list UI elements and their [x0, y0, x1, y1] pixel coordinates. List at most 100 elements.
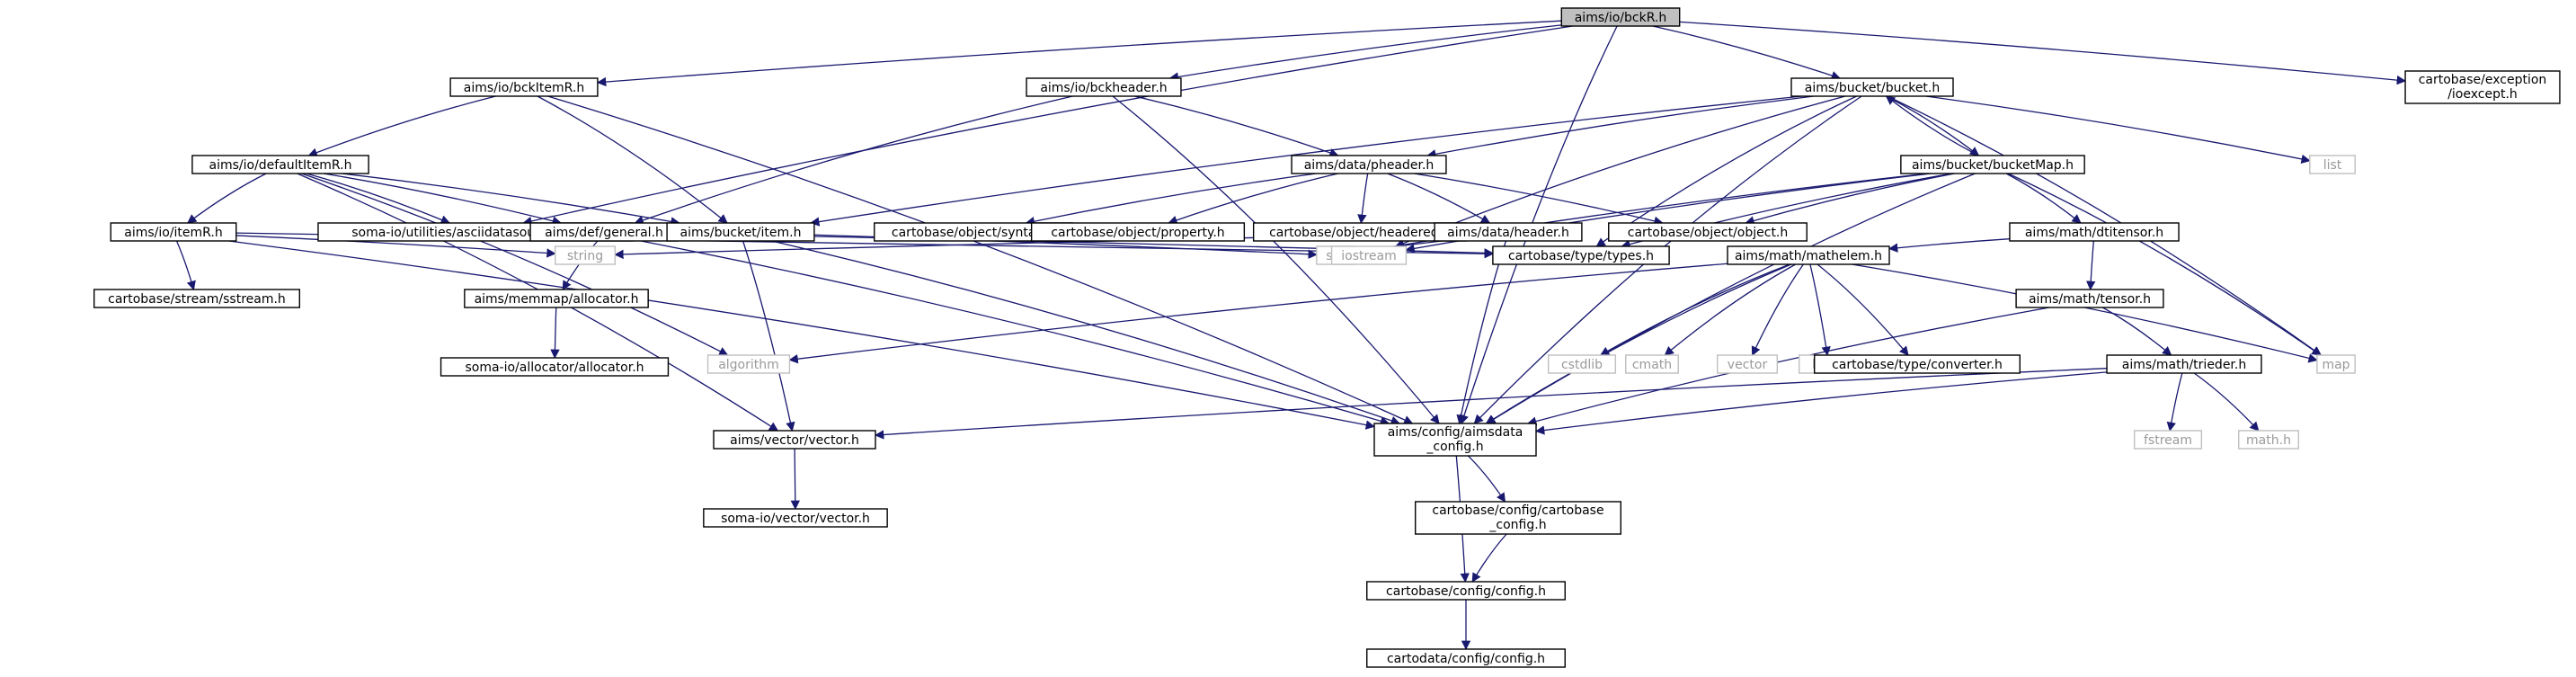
- node-box: [1716, 354, 1778, 374]
- node-itemR[interactable]: aims/io/itemR.h: [110, 222, 237, 242]
- node-cstdlib: cstdlib: [1547, 354, 1617, 374]
- node-box: [440, 357, 670, 377]
- node-box: [666, 222, 815, 242]
- node-label: list: [2323, 158, 2342, 173]
- edge-trieder-to-aimsdata: [1534, 371, 2108, 435]
- node-property[interactable]: cartobase/object/property.h: [1030, 222, 1246, 242]
- node-label: /ioexcept.h: [2447, 87, 2518, 102]
- edge-tensor-to-aimsdata: [1526, 307, 2050, 426]
- node-bckItemR[interactable]: aims/io/bckItemR.h: [449, 77, 599, 97]
- node-cbconfig[interactable]: cartobase/config/cartobase_config.h: [1414, 501, 1621, 535]
- edge-bckheader-to-general: [634, 95, 1073, 225]
- node-label: cmath: [1632, 358, 1672, 372]
- dependency-edges: [175, 20, 2407, 651]
- edge-root-to-asciitraits: [522, 25, 1573, 227]
- node-ioexcept[interactable]: cartobase/exception/ioexcept.h: [2404, 70, 2561, 104]
- node-label: aims/math/dtitensor.h: [2025, 226, 2163, 240]
- node-bucketMap[interactable]: aims/bucket/bucketMap.h: [1900, 155, 2085, 174]
- node-label: aims/bucket/bucketMap.h: [1912, 158, 2074, 173]
- node-label: aims/bucket/bucket.h: [1805, 81, 1941, 95]
- node-headered[interactable]: cartobase/object/headered.h: [1252, 222, 1468, 242]
- node-box: [555, 245, 617, 265]
- node-cbconfigh[interactable]: cartobase/config/config.h: [1366, 581, 1566, 601]
- node-box: [110, 222, 237, 242]
- node-mathelem[interactable]: aims/math/mathelem.h: [1727, 245, 1890, 265]
- edge-mathelem-to-cstdlib: [1599, 263, 1790, 356]
- node-box: [1900, 155, 2085, 174]
- node-box: [1625, 354, 1679, 374]
- edge-bucket-to-bucketMap: [1886, 95, 1980, 156]
- edge-itemR-to-aimsdata: [228, 240, 1376, 430]
- node-box: [713, 430, 876, 450]
- node-header[interactable]: aims/data/header.h: [1434, 222, 1583, 242]
- node-label: aims/data/header.h: [1447, 226, 1569, 240]
- node-label: cartobase/type/converter.h: [1832, 358, 2003, 372]
- node-box: [1366, 648, 1566, 668]
- edge-general-to-aimsdata: [640, 240, 1390, 426]
- node-dtitensor[interactable]: aims/math/dtitensor.h: [2009, 222, 2180, 242]
- node-box: [191, 155, 369, 174]
- node-bckheader[interactable]: aims/io/bckheader.h: [1026, 77, 1182, 97]
- node-vectorh[interactable]: aims/vector/vector.h: [713, 430, 876, 450]
- node-box: [1813, 354, 2021, 374]
- edge-bucketitem-to-vectorh: [742, 240, 795, 432]
- node-objecth[interactable]: cartobase/object/object.h: [1608, 222, 1808, 242]
- node-syntax[interactable]: cartobase/object/syntax.h: [874, 222, 1073, 242]
- node-aimsdata[interactable]: aims/config/aimsdata_config.h: [1373, 423, 1537, 457]
- node-bucket[interactable]: aims/bucket/bucket.h: [1790, 77, 1954, 97]
- node-box: [1492, 245, 1670, 265]
- node-label: aims/math/trieder.h: [2122, 358, 2246, 372]
- node-tensor[interactable]: aims/math/tensor.h: [2015, 289, 2164, 308]
- node-mathh: math.h: [2237, 430, 2299, 450]
- edge-pheader-to-syntax: [1025, 173, 1317, 227]
- node-label: aims/def/general.h: [545, 226, 663, 240]
- node-general[interactable]: aims/def/general.h: [529, 222, 679, 242]
- edge-trieder-to-fstream: [2166, 372, 2183, 432]
- node-trieder[interactable]: aims/math/trieder.h: [2106, 354, 2262, 374]
- node-types[interactable]: cartobase/type/types.h: [1492, 245, 1670, 265]
- edge-bucket-to-iostream: [1394, 95, 1846, 248]
- edge-root-to-ioexcept: [1679, 21, 2407, 85]
- edge-mathelem-to-aimsdata: [1485, 263, 1792, 424]
- node-cdconfig[interactable]: cartodata/config/config.h: [1366, 648, 1566, 668]
- node-box: [1026, 77, 1182, 97]
- edge-mathelem-to-vector: [1751, 263, 1804, 356]
- node-label: cartobase/object/object.h: [1628, 226, 1789, 240]
- edge-defaultItemR-to-itemR: [187, 173, 267, 224]
- edge-defaultItemR-to-bucketitem: [342, 173, 680, 227]
- edge-root-to-bckheader: [1168, 24, 1562, 82]
- edge-mathelem-to-map: [1852, 263, 2318, 363]
- node-somavector[interactable]: soma-io/vector/vector.h: [703, 508, 888, 528]
- node-allocmm[interactable]: aims/memmap/allocator.h: [464, 289, 649, 308]
- edge-pheader-to-headered: [1357, 173, 1369, 225]
- edge-itemR-to-string: [235, 235, 556, 258]
- edge-dtitensor-to-tensor: [2086, 240, 2096, 291]
- node-bucketitem[interactable]: aims/bucket/item.h: [666, 222, 815, 242]
- node-box: [703, 508, 888, 528]
- node-label: cstdlib: [1561, 358, 1603, 372]
- node-converter[interactable]: cartobase/type/converter.h: [1813, 354, 2021, 374]
- node-label: iostream: [1341, 249, 1397, 263]
- node-box: [1330, 245, 1408, 265]
- edge-root-to-aimsdata: [1460, 25, 1618, 424]
- node-label: aims/io/itemR.h: [124, 226, 222, 240]
- edge-defaultItemR-to-algorithm: [301, 173, 729, 356]
- edge-root-to-bucket: [1652, 25, 1842, 80]
- node-fstream: fstream: [2133, 430, 2203, 450]
- node-defaultItemR[interactable]: aims/io/defaultItemR.h: [191, 155, 369, 174]
- node-root[interactable]: aims/io/bckR.h: [1560, 7, 1681, 27]
- edge-bucket-to-bucketitem: [810, 95, 1802, 227]
- node-iostream: iostream: [1330, 245, 1408, 265]
- node-label: cartobase/config/cartobase: [1432, 503, 1603, 518]
- node-box: [2309, 155, 2356, 174]
- edge-header-to-aimsdata: [1456, 240, 1507, 425]
- node-label: soma-io/vector/vector.h: [721, 512, 870, 526]
- node-label: aims/data/pheader.h: [1304, 158, 1435, 173]
- edge-itemR-to-sstream: [175, 240, 196, 290]
- node-box: [1366, 581, 1566, 601]
- node-sstream[interactable]: cartobase/stream/sstream.h: [93, 289, 301, 308]
- node-allocsoma[interactable]: soma-io/allocator/allocator.h: [440, 357, 670, 377]
- node-pheader[interactable]: aims/data/pheader.h: [1291, 155, 1447, 174]
- edge-trieder-to-vectorh: [874, 368, 2108, 440]
